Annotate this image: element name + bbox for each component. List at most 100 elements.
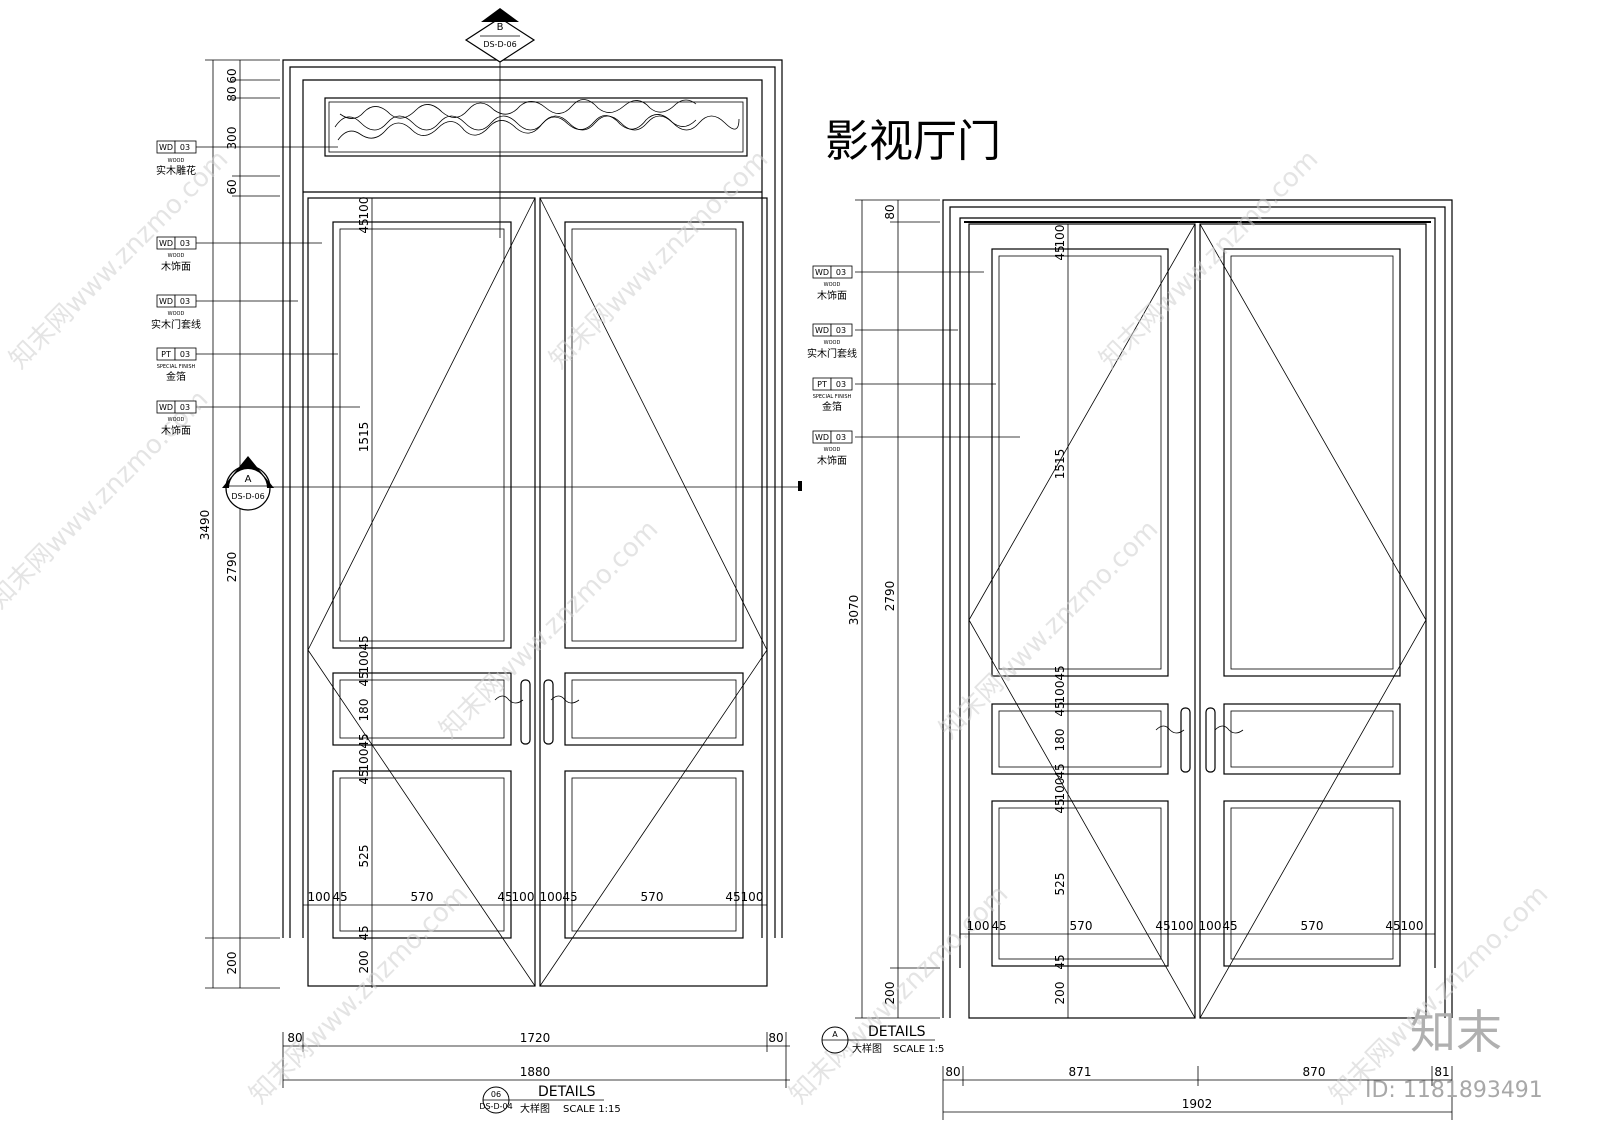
- dim-label: 45: [357, 733, 371, 748]
- right-bottom-dims: 80 871 870 81 1902: [945, 1065, 1449, 1111]
- callout-sub: SPECIAL FINISH: [813, 394, 852, 400]
- callout-code: WD: [815, 433, 829, 442]
- dim-label: 100: [1053, 778, 1067, 801]
- dim-label: 570: [1070, 919, 1093, 933]
- right-door-elevation: [855, 199, 1453, 1120]
- dim-label: 45: [1053, 665, 1067, 680]
- right-callouts: WD 03 WOOD 木饰面 WD 03 WOOD 实木门套线 PT 03 SP…: [807, 265, 857, 467]
- door-handle-right: [543, 679, 554, 745]
- callout-code: WD: [159, 143, 173, 152]
- detail-num: 06: [491, 1090, 501, 1099]
- detail-ref: DS-D-04: [479, 1102, 512, 1111]
- left-horizontal-dims: 100 45 570 45 100 100 45 570 45 100: [308, 890, 764, 904]
- callout: WD 03 WOOD 木饰面: [812, 265, 853, 302]
- drawing-title: 影视厅门: [825, 116, 1001, 167]
- detail-num: A: [832, 1030, 838, 1039]
- callout-num: 03: [180, 350, 190, 359]
- dim-label: 3070: [847, 595, 861, 626]
- dim-label: 45: [1053, 245, 1067, 260]
- dim-label: 100: [540, 890, 563, 904]
- left-door-elevation: [196, 55, 802, 1088]
- detail-cn: 大样图: [520, 1102, 550, 1115]
- callout: WD 03 WOOD 实木门套线: [151, 294, 201, 331]
- watermark-logo: 知末: [1410, 1005, 1502, 1059]
- dim-label: 100: [1199, 919, 1222, 933]
- dim-label: 1515: [357, 422, 371, 453]
- section-a-letter: A: [245, 474, 252, 485]
- detail-label: DETAILS: [538, 1084, 596, 1100]
- dim-label: 570: [1301, 919, 1324, 933]
- callout-num: 03: [836, 268, 846, 277]
- dim-label: 1720: [520, 1031, 551, 1045]
- callout-label: 木饰面: [161, 260, 191, 273]
- dim-label: 180: [1053, 729, 1067, 752]
- dim-label: 100: [357, 197, 371, 220]
- dim-label: 200: [883, 982, 897, 1005]
- dim-label: 80: [945, 1065, 960, 1079]
- callout: PT 03 SPECIAL FINISH 金箔: [812, 377, 853, 413]
- dim-label: 1515: [1053, 449, 1067, 480]
- dim-label: 2790: [225, 552, 239, 583]
- dim-label: 45: [1155, 919, 1170, 933]
- dim-label: 45: [991, 919, 1006, 933]
- dim-label: 1902: [1182, 1097, 1213, 1111]
- callout-sub: SPECIAL FINISH: [157, 364, 196, 370]
- right-vertical-dims-inner: 100 45 1515 45 100 45 180 45 100 45 525 …: [1053, 225, 1067, 1005]
- callout-sub: WOOD: [168, 158, 185, 164]
- dim-label: 45: [357, 925, 371, 940]
- dim-label: 60: [225, 179, 239, 194]
- callout-sub: WOOD: [824, 340, 841, 346]
- left-door-leaf-left: [307, 197, 536, 987]
- callout: PT 03 SPECIAL FINISH 金箔: [156, 347, 197, 383]
- dim-label: 45: [357, 218, 371, 233]
- dim-label: 3490: [198, 510, 212, 541]
- dim-label: 60: [225, 68, 239, 83]
- dim-label: 200: [1053, 982, 1067, 1005]
- callout-label: 木饰面: [161, 424, 191, 437]
- callout-code: WD: [815, 268, 829, 277]
- dim-label: 45: [357, 769, 371, 784]
- dim-label: 45: [562, 890, 577, 904]
- section-b-ref: DS-D-06: [483, 40, 516, 49]
- dim-label: 871: [1069, 1065, 1092, 1079]
- dim-label: 300: [225, 127, 239, 150]
- dim-label: 570: [641, 890, 664, 904]
- callout-num: 03: [180, 239, 190, 248]
- watermark-id: ID: 1181893491: [1365, 1078, 1543, 1103]
- detail-scale: SCALE 1:15: [563, 1104, 621, 1115]
- door-handle-left: [520, 679, 531, 745]
- callout-label: 实木门套线: [807, 347, 857, 360]
- callout-code: WD: [159, 403, 173, 412]
- callout-sub: WOOD: [168, 311, 185, 317]
- right-vertical-dims-outer: 80 3070 2790 200: [847, 204, 897, 1004]
- callout-code: WD: [815, 326, 829, 335]
- dim-label: 45: [1053, 954, 1067, 969]
- callout: WD 03 WOOD 木饰面: [156, 400, 197, 437]
- callout-num: 03: [180, 297, 190, 306]
- callout-num: 03: [836, 433, 846, 442]
- dim-label: 180: [357, 699, 371, 722]
- callout-sub: WOOD: [824, 282, 841, 288]
- callout-num: 03: [836, 326, 846, 335]
- callout-sub: WOOD: [824, 447, 841, 453]
- left-detail-tag: 06 DS-D-04 DETAILS 大样图 SCALE 1:15: [479, 1084, 620, 1115]
- callout-label: 木饰面: [817, 454, 847, 467]
- dim-label: 45: [725, 890, 740, 904]
- dim-label: 80: [225, 86, 239, 101]
- section-mark-b: B DS-D-06: [464, 8, 536, 63]
- dim-label: 525: [357, 845, 371, 868]
- dim-label: 100: [967, 919, 990, 933]
- dim-label: 45: [1222, 919, 1237, 933]
- right-door-leaf-left: [968, 223, 1196, 1019]
- dim-label: 100: [741, 890, 764, 904]
- callout-num: 03: [836, 380, 846, 389]
- callout-code: WD: [159, 297, 173, 306]
- callout-num: 03: [180, 403, 190, 412]
- callout: WD 03 WOOD 木饰面: [812, 430, 853, 467]
- callout-code: WD: [159, 239, 173, 248]
- section-b-letter: B: [497, 22, 504, 33]
- callout-num: 03: [180, 143, 190, 152]
- callout-label: 木饰面: [817, 289, 847, 302]
- dim-label: 870: [1303, 1065, 1326, 1079]
